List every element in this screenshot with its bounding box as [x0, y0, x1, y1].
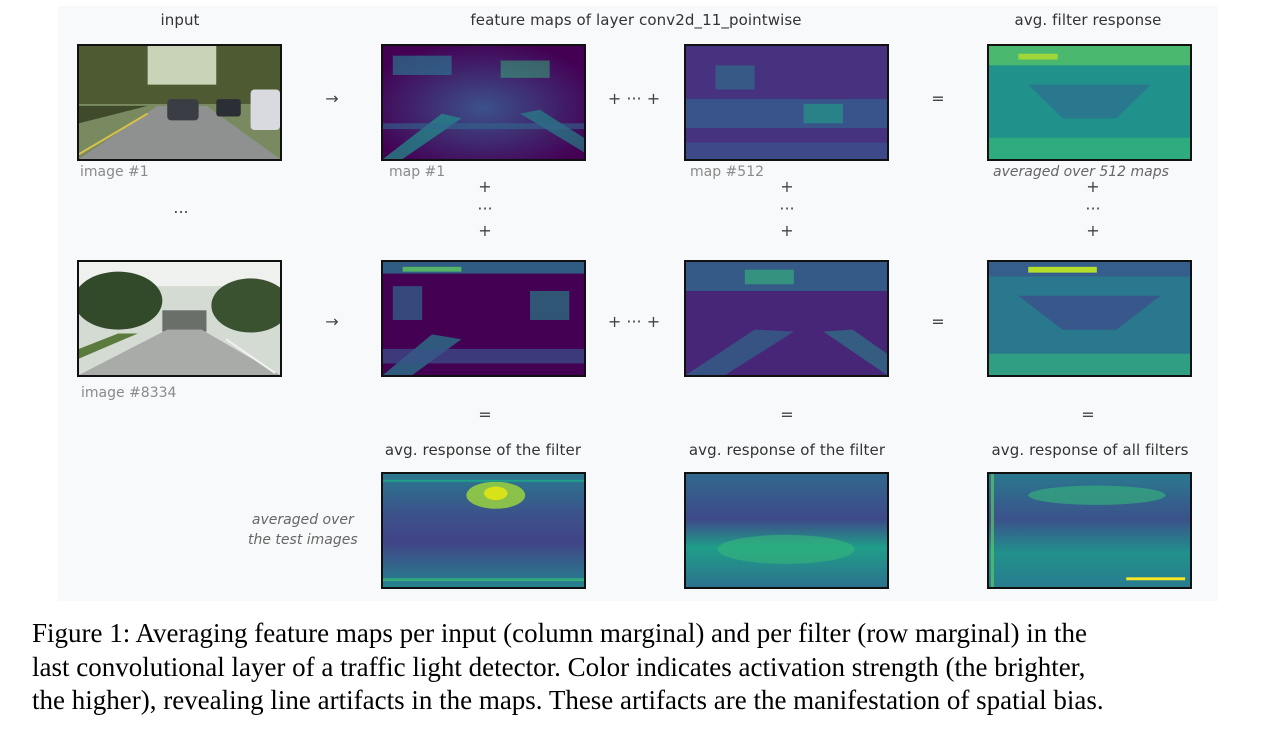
vdots: ··· — [477, 199, 493, 218]
label-avg-response-filter-2: avg. response of the filter — [688, 441, 886, 459]
plus: + — [1086, 221, 1100, 240]
plus: + — [780, 177, 794, 196]
arrow-row2: → — [325, 312, 339, 331]
label-averaged-512: averaged over 512 maps — [993, 164, 1169, 180]
feature-map-512-row2 — [684, 260, 889, 377]
avg-filter-response-1 — [987, 44, 1192, 161]
label-map-1: map #1 — [389, 164, 446, 180]
vdots: ··· — [1085, 199, 1101, 218]
street-photo-1 — [79, 46, 280, 159]
avg-response-filter-2 — [684, 472, 889, 589]
plus-dots-plus-row1: + ··· + — [607, 89, 661, 108]
header-avg-filter-response: avg. filter response — [1014, 11, 1162, 29]
heatmap-map-512 — [686, 46, 887, 159]
heatmap-avg-512-8334 — [989, 262, 1190, 375]
feature-map-1-row2 — [381, 260, 586, 377]
vstack-col2: + ··· + — [779, 176, 794, 242]
equals-row1: = — [931, 89, 945, 108]
feature-map-1 — [381, 44, 586, 161]
street-photo-8334 — [79, 262, 280, 375]
label-map-512: map #512 — [690, 164, 765, 180]
input-image-1 — [77, 44, 282, 161]
feature-map-512 — [684, 44, 889, 161]
note-line-1: averaged over — [251, 512, 354, 528]
avg-response-filter-1 — [381, 472, 586, 589]
figure-caption: Figure 1: Averaging feature maps per inp… — [32, 617, 1242, 718]
ellipsis-inputs: ... — [173, 198, 189, 217]
vstack-col3: + ··· + — [1085, 176, 1100, 242]
label-image-8334: image #8334 — [81, 385, 177, 401]
caption-line-2: last convolutional layer of a traffic li… — [32, 651, 1086, 682]
arrow-row1: → — [325, 89, 339, 108]
note-line-2: the test images — [248, 532, 358, 548]
plus-dots-plus-row2: + ··· + — [607, 312, 661, 331]
plus: + — [478, 221, 492, 240]
caption-line-3: the higher), revealing line artifacts in… — [32, 685, 1104, 715]
equals-col2: = — [780, 405, 794, 424]
header-feature-maps: feature maps of layer conv2d_11_pointwis… — [470, 11, 802, 29]
vdots: ··· — [779, 199, 795, 218]
vstack-col1: + ··· + — [477, 176, 492, 242]
plus: + — [478, 177, 492, 196]
heatmap-avg-all-filters — [989, 474, 1190, 587]
header-input: input — [160, 11, 200, 29]
heatmap-avg-512-1 — [989, 46, 1190, 159]
equals-col3: = — [1081, 405, 1095, 424]
plus: + — [1086, 177, 1100, 196]
equals-row2: = — [931, 312, 945, 331]
input-image-8334 — [77, 260, 282, 377]
label-avg-response-filter-1: avg. response of the filter — [384, 441, 582, 459]
avg-filter-response-8334 — [987, 260, 1192, 377]
heatmap-map-512-row2 — [686, 262, 887, 375]
caption-line-1: Figure 1: Averaging feature maps per inp… — [32, 618, 1087, 648]
avg-response-all-filters — [987, 472, 1192, 589]
heatmap-avg-filter-1 — [383, 474, 584, 587]
equals-col1: = — [478, 405, 492, 424]
label-image-1: image #1 — [80, 164, 149, 180]
heatmap-map-1 — [383, 46, 584, 159]
heatmap-map-1-row2 — [383, 262, 584, 375]
plus: + — [780, 221, 794, 240]
heatmap-avg-filter-2 — [686, 474, 887, 587]
note-averaged-over-test-images: averaged over the test images — [248, 510, 358, 550]
label-avg-response-all-filters: avg. response of all filters — [991, 441, 1189, 459]
